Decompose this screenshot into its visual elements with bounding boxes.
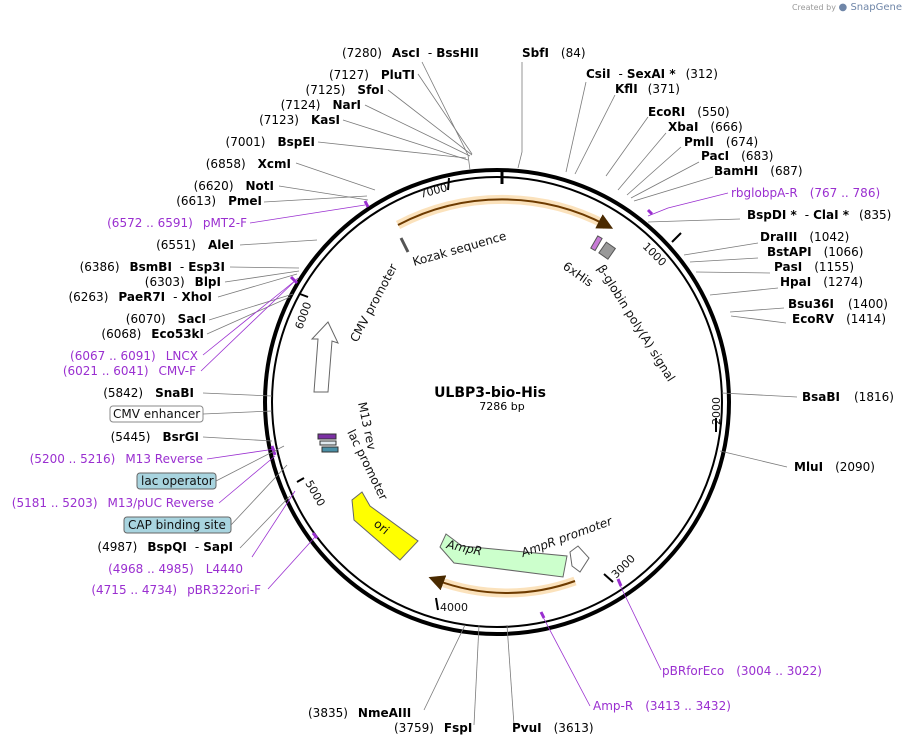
- enzyme-kasI: (7123)KasI: [259, 113, 340, 127]
- backbone-outer: [263, 168, 731, 636]
- enzyme-bamHI: BamHI(687): [714, 164, 803, 178]
- plasmid-length: 7286 bp: [479, 400, 524, 413]
- tick-label-2000: 2000: [710, 397, 723, 425]
- enzyme-blpI: (6303)BlpI: [145, 275, 221, 289]
- cmv-enhancer-label: CMV enhancer: [113, 407, 200, 421]
- enzyme-aleI: (6551)AleI: [156, 238, 234, 252]
- enzyme-bspDI: BspDI *-ClaI *(835): [747, 208, 891, 222]
- enzyme-mluI: MluI(2090): [794, 460, 875, 474]
- credit-brand: SnapGene: [850, 2, 902, 13]
- tick-label-5000: 5000: [302, 478, 327, 509]
- ampr-arc: [428, 575, 576, 594]
- enzyme-paeR7I: (6263)PaeR7I-XhoI: [68, 290, 212, 304]
- plasmid-name: ULBP3-bio-His: [434, 385, 546, 401]
- tick-label-4000: 4000: [440, 601, 468, 614]
- primer-rbglobpA-R: rbglobpA-R(767 .. 786): [731, 186, 880, 200]
- tick-marks: [296, 177, 717, 611]
- enzyme-bsmBI: (6386)BsmBI-Esp3I: [80, 260, 225, 274]
- feature-his-label: 6xHis: [560, 259, 595, 290]
- enzyme-csiI: CsiI-SexAI *(312): [586, 67, 718, 81]
- cmv-promoter-arrow: [310, 321, 339, 393]
- enzyme-nmeAIII: (3835)NmeAIII: [308, 706, 411, 720]
- primer-leader-lines: [200, 192, 729, 707]
- enzyme-sacI: (6070)SacI: [126, 312, 206, 326]
- enzyme-labels: (7280)AscI-BssHII SbfI(84) CsiI-SexAI *(…: [308, 46, 894, 735]
- his-tag-feature: [590, 235, 603, 252]
- enzyme-hpaI: HpaI(1274): [780, 275, 863, 289]
- enzyme-eco53kI: (6068)Eco53kI: [101, 327, 204, 341]
- ori-arrow: [351, 491, 419, 561]
- enzyme-leader-lines: [202, 61, 798, 726]
- enzyme-bspEI: (7001)BspEI: [226, 135, 315, 149]
- primer-labels: rbglobpA-R(767 .. 786) (6572 .. 6591)pMT…: [12, 186, 880, 713]
- primer-L4440: (4968 .. 4985)L4440: [108, 562, 243, 576]
- enzyme-bsrGI: (5445)BsrGI: [111, 430, 199, 444]
- enzyme-pacI: PacI(683): [701, 149, 773, 163]
- orf-arc: [397, 198, 614, 229]
- boxed-feature-labels: CMV enhancer lac operator CAP binding si…: [109, 405, 288, 534]
- enzyme-bspQI: (4987)BspQI-SapI: [97, 540, 233, 554]
- primer-CMV-F: (6021 .. 6041)CMV-F: [63, 364, 196, 378]
- primer-pMT2-F: (6572 .. 6591)pMT2-F: [107, 216, 247, 230]
- enzyme-xcmI: (6858)XcmI: [206, 157, 291, 171]
- feature-kozak-label: Kozak sequence: [411, 229, 508, 269]
- primer-pBR322ori-F: (4715 .. 4734)pBR322ori-F: [91, 583, 261, 597]
- polya-feature: [598, 241, 617, 260]
- snapgene-credit: Created by ● SnapGene: [792, 2, 902, 13]
- feature-ampr-promoter-label: AmpR promoter: [518, 514, 615, 561]
- enzyme-pmeI: (6613)PmeI: [176, 194, 262, 208]
- enzyme-snaBI: (5842)SnaBI: [103, 386, 194, 400]
- enzyme-notI: (6620)NotI: [194, 179, 274, 193]
- lac-promoter-feature: [321, 446, 339, 453]
- lac-operator-feature: [319, 440, 337, 446]
- snapgene-logo: ● SnapGene: [838, 2, 902, 13]
- primer-Amp-R: Amp-R(3413 .. 3432): [593, 699, 731, 713]
- enzyme-sbfI: SbfI(84): [522, 46, 586, 60]
- enzyme-kflI: KflI(371): [615, 82, 680, 96]
- enzyme-ecoRV: EcoRV(1414): [792, 312, 886, 326]
- primer-LNCX: (6067 .. 6091)LNCX: [70, 349, 198, 363]
- tick-label-6000: 6000: [293, 300, 315, 331]
- primer-M13-pUC-Reverse: (5181 .. 5203)M13/pUC Reverse: [12, 496, 214, 510]
- enzyme-bsaBI: BsaBI(1816): [802, 390, 894, 404]
- enzyme-pmlI: PmlI(674): [684, 135, 758, 149]
- ampr-promoter-arrow: [569, 545, 590, 573]
- enzyme-ecoRI: EcoRI(550): [648, 105, 730, 119]
- enzyme-narI: (7124)NarI: [281, 98, 361, 112]
- cap-binding-site-label: CAP binding site: [128, 518, 226, 532]
- enzyme-pluTI: (7127)PluTI: [329, 68, 415, 82]
- backbone-inner: [271, 176, 723, 628]
- tick-label-3000: 3000: [609, 552, 638, 581]
- enzyme-fspI: (3759)FspI: [394, 721, 472, 735]
- enzyme-pasI: PasI(1155): [774, 260, 854, 274]
- enzyme-bsu36I: Bsu36I(1400): [788, 297, 888, 311]
- enzyme-ascI: (7280)AscI-BssHII: [342, 46, 479, 60]
- enzyme-sfoI: (7125)SfoI: [306, 83, 384, 97]
- lac-operator-label: lac operator: [141, 474, 214, 488]
- enzyme-xbaI: XbaI(666): [668, 120, 743, 134]
- primer-pBRforEco: pBRforEco(3004 .. 3022): [662, 664, 822, 678]
- enzyme-labels-left: (4987)BspQI-SapI (5445)BsrGI (5842)SnaBI…: [68, 68, 415, 554]
- primer-M13-Reverse: (5200 .. 5216)M13 Reverse: [30, 452, 203, 466]
- m13-rev-feature: [317, 433, 337, 440]
- kozak-mark: [399, 237, 410, 253]
- enzyme-draIII: DraIII(1042): [760, 230, 849, 244]
- enzyme-bstAPI: BstAPI(1066): [767, 245, 863, 259]
- credit-prefix: Created by: [791, 3, 836, 12]
- feature-polya-label: β-globin poly(A) signal: [594, 262, 677, 384]
- feature-cmv-promoter-label: CMV promoter: [347, 261, 400, 344]
- enzyme-pvuI: PvuI(3613): [512, 721, 594, 735]
- ampr-gene-arrow: [439, 533, 568, 578]
- primer-marks: [270, 200, 654, 619]
